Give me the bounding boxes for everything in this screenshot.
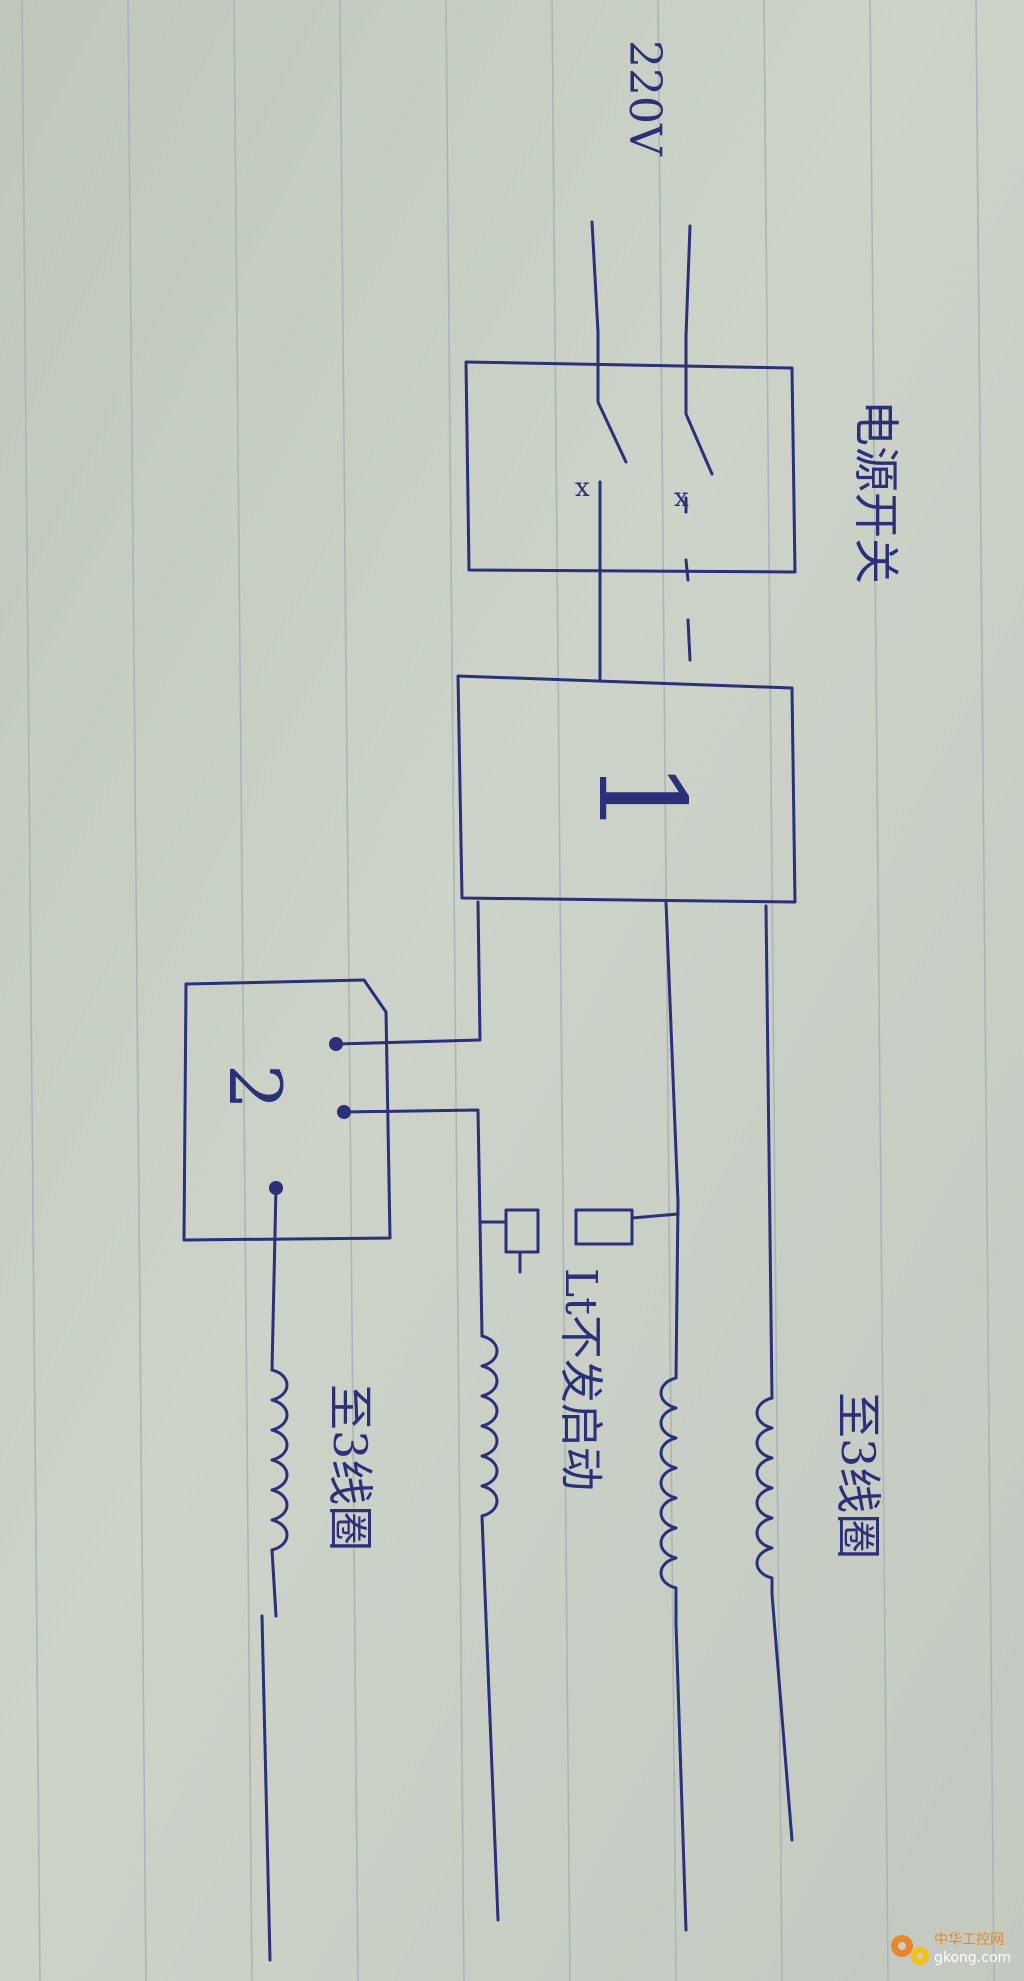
coil-right: [755, 1396, 794, 1842]
watermark-url: gkong.com: [934, 1950, 1011, 1966]
gear-icon: [891, 1935, 929, 1965]
breaker-contact-mark-left: x: [575, 473, 590, 503]
breaker-box: [464, 360, 797, 574]
component-box-2: [182, 978, 392, 1242]
coil-center-right: [659, 1200, 688, 1932]
component-box-1: [456, 674, 797, 904]
supply-voltage-label: 220V: [619, 40, 670, 157]
starter-label: Lt不发启动: [555, 1268, 606, 1491]
watermark-title: 中华工控网: [934, 1932, 1004, 1948]
coil-left-lead: [260, 1614, 272, 1962]
component-box-1-label: 1: [571, 760, 710, 836]
box2-terminals: [269, 1037, 351, 1195]
breaker-label: 电源开关: [849, 400, 903, 584]
ruled-lines: [21, 0, 995, 1981]
breaker-contacts: [596, 330, 714, 682]
component-box-2-label: 2: [213, 1064, 297, 1110]
coil-left: [270, 1368, 289, 1618]
watermark: 中华工控网 gkong.com: [891, 1932, 1011, 1966]
supply-wires: [590, 220, 692, 338]
box2-wires: [270, 1108, 482, 1372]
coil-right-label: 至3线圈: [831, 1392, 885, 1559]
coil-center-left: [480, 1334, 500, 1922]
starter-capacitor: [478, 1208, 680, 1338]
box1-output-wires: [334, 900, 774, 1400]
breaker-contact-mark-right: x: [674, 483, 689, 513]
coil-left-label: 至3线圈: [323, 1384, 377, 1551]
